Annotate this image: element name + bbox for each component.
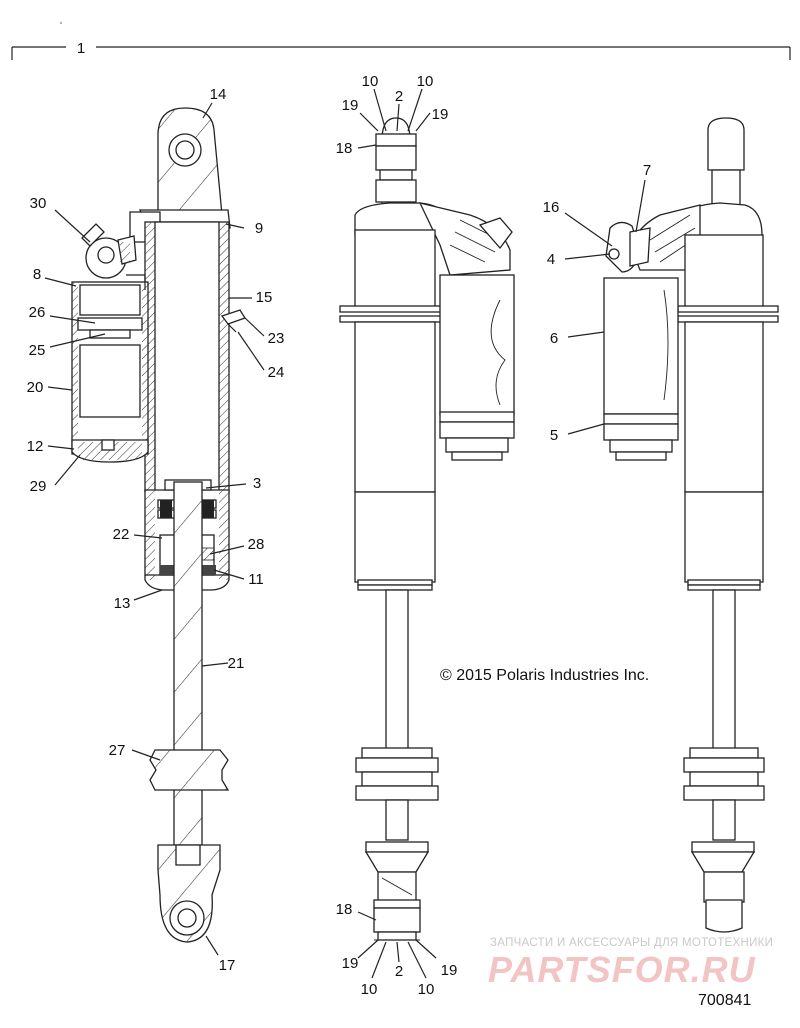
callout-17: 17 [219,957,236,974]
callout-19c: 19 [342,955,359,972]
callout-3: 3 [253,475,261,492]
shock-section-view [71,107,246,943]
group-bracket: 1 [11,40,791,60]
callout-22: 22 [113,526,130,543]
callout-19a: 19 [342,97,359,114]
callouts: 14 30 9 8 15 26 23 25 24 20 12 29 3 22 2… [27,73,652,998]
callout-24: 24 [268,364,285,381]
callout-10c: 10 [361,981,378,998]
callout-5: 5 [550,427,558,444]
callout-2b: 2 [395,963,403,980]
callout-6: 6 [550,330,558,347]
callout-4: 4 [547,251,555,268]
watermark-caption: ЗАПЧАСТИ И АКСЕССУАРЫ ДЛЯ МОТОТЕХНИКИ [490,937,773,949]
callout-18a: 18 [336,140,353,157]
callout-15: 15 [256,289,273,306]
callout-19b: 19 [432,106,449,123]
callout-25: 25 [29,342,46,359]
callout-21: 21 [228,655,245,672]
callout-29: 29 [30,478,47,495]
callout-10b: 10 [417,73,434,90]
callout-27: 27 [109,742,126,759]
callout-19d: 19 [441,962,458,979]
callout-20: 20 [27,379,44,396]
callout-14: 14 [210,86,227,103]
leader-lines [44,88,646,979]
shock-assembled-view [339,117,515,941]
callout-26: 26 [29,304,46,321]
copyright-text: © 2015 Polaris Industries Inc. [440,667,649,684]
callout-28: 28 [248,536,265,553]
callout-13: 13 [114,595,131,612]
callout-10d: 10 [418,981,435,998]
group-label: 1 [77,40,85,57]
diagram-part-number: 700841 [698,992,751,1009]
callout-12: 12 [27,438,44,455]
callout-2a: 2 [395,88,403,105]
callout-18b: 18 [336,901,353,918]
callout-11: 11 [248,571,264,588]
callout-9: 9 [255,220,263,237]
watermark-logo: PARTSFOR.RU [488,949,756,990]
callout-16: 16 [543,199,560,216]
callout-8: 8 [33,266,41,283]
callout-23: 23 [268,330,285,347]
shock-side-view [603,117,779,933]
callout-30: 30 [30,195,47,212]
callout-10a: 10 [362,73,379,90]
callout-7: 7 [643,162,651,179]
